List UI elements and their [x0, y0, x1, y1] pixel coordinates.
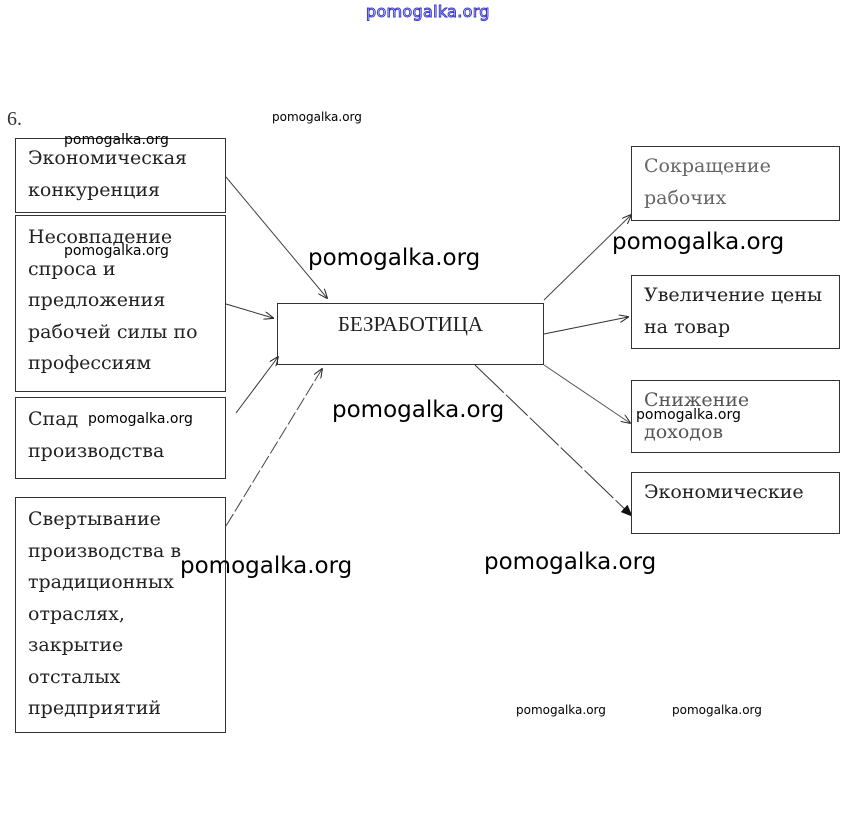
watermark: pomogalka.org	[612, 229, 785, 255]
arrow-price-increase	[543, 317, 628, 335]
watermark: pomogalka.org	[484, 549, 657, 575]
cause-line: производства в	[28, 539, 182, 562]
consequence-box-price-increase: Увеличение цены на товар	[631, 275, 840, 349]
cause-line: профессиям	[28, 352, 152, 374]
center-label: БЕЗРАБОТИЦА	[337, 312, 484, 336]
watermark: pomogalka.org	[272, 110, 362, 124]
arrow-curtailment	[225, 369, 322, 527]
arrow-income-decrease	[543, 364, 630, 423]
cause-line: производства	[28, 439, 165, 462]
center-box-unemployment: БЕЗРАБОТИЦА	[277, 303, 544, 365]
watermark: pomogalka.org	[64, 132, 169, 148]
cause-box-decline: Спад производства	[15, 397, 226, 479]
watermark: pomogalka.org	[516, 703, 606, 717]
cause-line: закрытие	[28, 634, 124, 656]
cause-line: отраслях,	[28, 602, 125, 625]
cause-line: конкуренция	[28, 178, 160, 201]
watermark: pomogalka.org	[672, 703, 762, 717]
watermark: pomogalka.org	[88, 411, 193, 427]
cause-line: традиционных	[28, 571, 174, 593]
watermark: pomogalka.org	[180, 553, 353, 579]
arrow-economic	[474, 364, 633, 517]
cause-line: Несовпадение	[28, 226, 173, 248]
cause-line: предприятий	[28, 697, 162, 719]
watermark: pomogalka.org	[332, 397, 505, 423]
cause-line: рабочей силы по	[28, 320, 198, 343]
consequence-box-economic: Экономические	[631, 472, 840, 534]
consequence-line: Снижение	[644, 389, 750, 411]
consequence-line: доходов	[644, 420, 724, 443]
consequence-line: Увеличение цены	[644, 284, 823, 306]
watermark: pomogalka.org	[636, 407, 741, 423]
cause-line: отсталых	[28, 665, 121, 688]
watermark: pomogalka.org	[64, 243, 169, 259]
cause-box-mismatch: Несовпадение спроса и предложения рабоче…	[15, 215, 226, 392]
cause-box-competition: Экономическая конкуренция	[15, 138, 226, 213]
consequence-line: Экономические	[644, 481, 804, 503]
arrow-decline	[235, 357, 278, 414]
cause-line: Свертывание	[28, 508, 161, 530]
arrow-mismatch	[225, 303, 273, 318]
consequence-line: на товар	[644, 315, 731, 338]
consequence-line: Сокращение	[644, 155, 771, 177]
consequence-box-layoffs: Сокращение рабочих	[631, 146, 840, 221]
consequence-box-income-decrease: Снижение доходов	[631, 380, 840, 453]
watermark: pomogalka.org	[308, 245, 481, 271]
cause-line: предложения	[28, 289, 166, 311]
arrow-layoffs	[543, 215, 631, 301]
cause-line: спроса и	[28, 257, 116, 280]
cause-line: Экономическая	[28, 147, 188, 169]
cause-box-curtailment: Свертывание производства в традиционных …	[15, 497, 226, 733]
consequence-line: рабочих	[644, 186, 727, 209]
task-number: 6.	[7, 108, 22, 130]
arrow-competition	[225, 176, 327, 298]
watermark-top: pomogalka.org	[366, 2, 490, 22]
cause-line: Спад	[28, 408, 79, 430]
